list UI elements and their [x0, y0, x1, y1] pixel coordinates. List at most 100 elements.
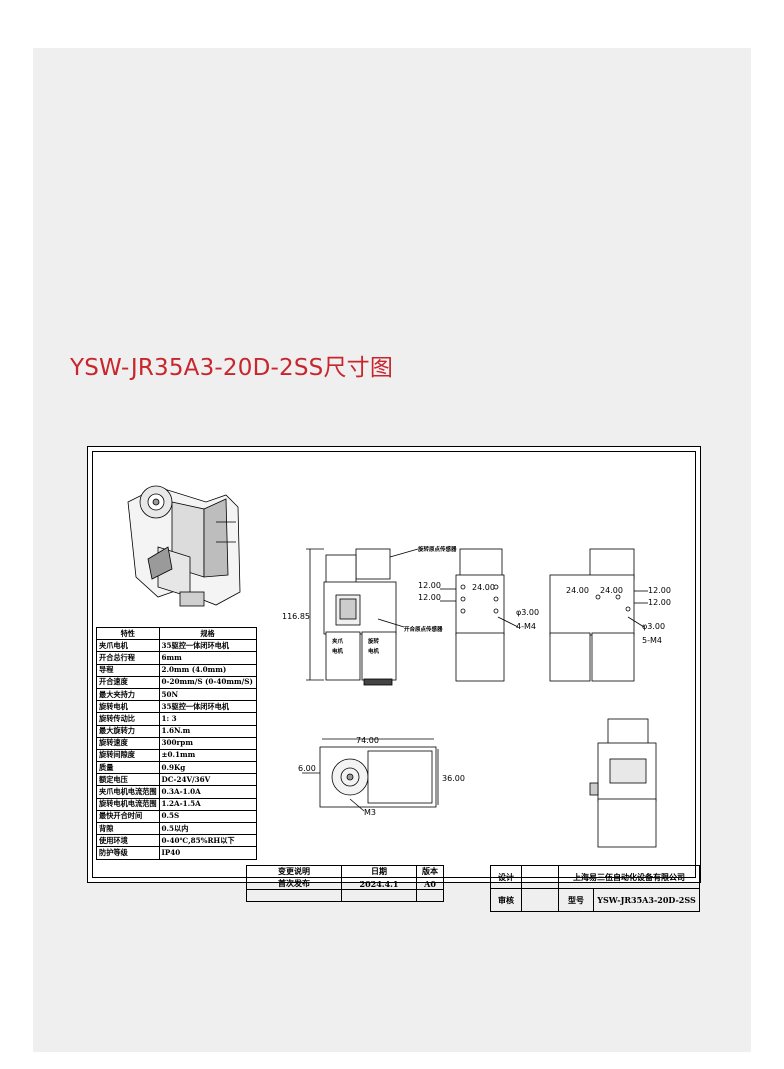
spec-key: 旋转电机电流范围	[96, 797, 160, 811]
review-signature	[521, 888, 559, 912]
date-value: 2024.4.1	[341, 877, 417, 890]
empty-cell	[416, 889, 444, 902]
spec-value: 1.6N.m	[158, 724, 257, 738]
spec-key: 最大旋转力	[96, 724, 160, 738]
note-clamp-motor-a: 夹爪	[332, 637, 344, 645]
dim-thread3: M3	[364, 808, 376, 817]
dim-w1: 24.00	[472, 583, 495, 592]
dim-hole2: φ3.00	[642, 622, 665, 631]
spec-header-row: 特性规格	[96, 626, 257, 641]
spec-value: ±0.1mm	[158, 748, 257, 763]
dim-h4: 12.00	[648, 598, 671, 607]
note-rotate-sensor: 旋转原点传感器	[417, 545, 457, 553]
review-label: 审核	[490, 888, 522, 912]
rear-elevation	[589, 718, 657, 848]
spec-key: 质量	[96, 761, 160, 775]
spec-key: 额定电压	[96, 773, 160, 787]
spec-header-value: 规格	[158, 626, 257, 641]
spec-value: 300rpm	[158, 736, 257, 750]
change-label: 变更说明	[246, 865, 342, 878]
spec-header-key: 特性	[96, 626, 160, 641]
side-view	[440, 548, 519, 682]
dim-offset: 6.00	[298, 764, 316, 773]
dim-h1: 12.00	[418, 581, 441, 590]
spec-key: 开合总行程	[96, 651, 160, 665]
spec-key: 夹爪电机	[96, 639, 160, 653]
title-block-approvals: 设计 上海易三伍自动化设备有限公司 审核 型号 YSW-JR35A3-20D-2…	[490, 865, 700, 912]
note-open-sensor: 开合原点传感器	[404, 625, 443, 633]
empty-cell	[341, 889, 417, 902]
spec-key: 旋转速度	[96, 736, 160, 750]
spec-value: 35驱控一体闭环电机	[158, 700, 257, 714]
top-view	[302, 738, 439, 812]
spec-value: 0.3A-1.0A	[158, 785, 257, 799]
model-label: 型号	[558, 888, 594, 912]
title-block-changes: 变更说明 日期 版本 首次发布 2024.4.1 A0	[246, 865, 444, 902]
note-rotate-motor-a: 旋转	[367, 637, 380, 645]
spec-value: 50N	[158, 687, 257, 702]
spec-key: 旋转电机	[96, 700, 160, 714]
dim-thread2: 5-M4	[642, 636, 662, 645]
dim-depth: 36.00	[442, 774, 465, 783]
spec-key: 使用环境	[96, 834, 160, 848]
first-release: 首次发布	[246, 877, 342, 890]
company-name: 上海易三伍自动化设备有限公司	[558, 865, 700, 889]
spec-value: 0.5S	[158, 809, 257, 824]
spec-value: IP40	[158, 846, 257, 860]
dim-hole1: φ3.00	[516, 608, 539, 617]
spec-value: 1: 3	[158, 712, 257, 726]
drawing-sheet: 116.85 旋转原点传感器 开合原点传感器 夹爪 电机 旋转 电机 24.00…	[87, 446, 701, 912]
dim-h3: 12.00	[648, 586, 671, 595]
dim-w3: 24.00	[600, 586, 623, 595]
spec-value: 2.0mm (4.0mm)	[158, 663, 257, 677]
spec-value: 0-40℃,85%RH以下	[158, 834, 257, 848]
page-background: YSW-JR35A3-20D-2SS尺寸图	[33, 48, 751, 1052]
dim-length: 74.00	[356, 736, 379, 745]
spec-key: 最大夹持力	[96, 687, 160, 702]
note-rotate-motor-b: 电机	[368, 647, 380, 655]
dim-height: 116.85	[282, 612, 310, 621]
spec-row: 旋转间隙度±0.1mm	[96, 748, 257, 763]
page-title: YSW-JR35A3-20D-2SS尺寸图	[70, 355, 394, 381]
spec-key: 开合速度	[96, 675, 160, 689]
spec-key: 最快开合时间	[96, 809, 160, 824]
model-value: YSW-JR35A3-20D-2SS	[593, 888, 700, 912]
spec-key: 背隙	[96, 821, 160, 836]
technical-drawing: 116.85 旋转原点传感器 开合原点传感器 夹爪 电机 旋转 电机 24.00…	[127, 485, 671, 848]
design-label: 设计	[490, 865, 522, 889]
dim-w2: 24.00	[566, 586, 589, 595]
spec-value: 0.5以内	[158, 821, 257, 836]
back-view	[549, 548, 648, 682]
dim-thread1: 4-M4	[516, 622, 536, 631]
isometric-view	[127, 485, 241, 607]
spec-value: 35驱控一体闭环电机	[158, 639, 257, 653]
spec-value: DC-24V/36V	[158, 773, 257, 787]
spec-value: 1.2A-1.5A	[158, 797, 257, 811]
dim-h2: 12.00	[418, 593, 441, 602]
spec-value: 0.9Kg	[158, 761, 257, 775]
front-view	[306, 548, 419, 686]
spec-value: 6mm	[158, 651, 257, 665]
version-label: 版本	[416, 865, 444, 878]
spec-key: 夹爪电机电流范围	[96, 785, 160, 799]
empty-cell	[246, 889, 342, 902]
spec-key: 旋转传动比	[96, 712, 160, 726]
spec-key: 导程	[96, 663, 160, 677]
